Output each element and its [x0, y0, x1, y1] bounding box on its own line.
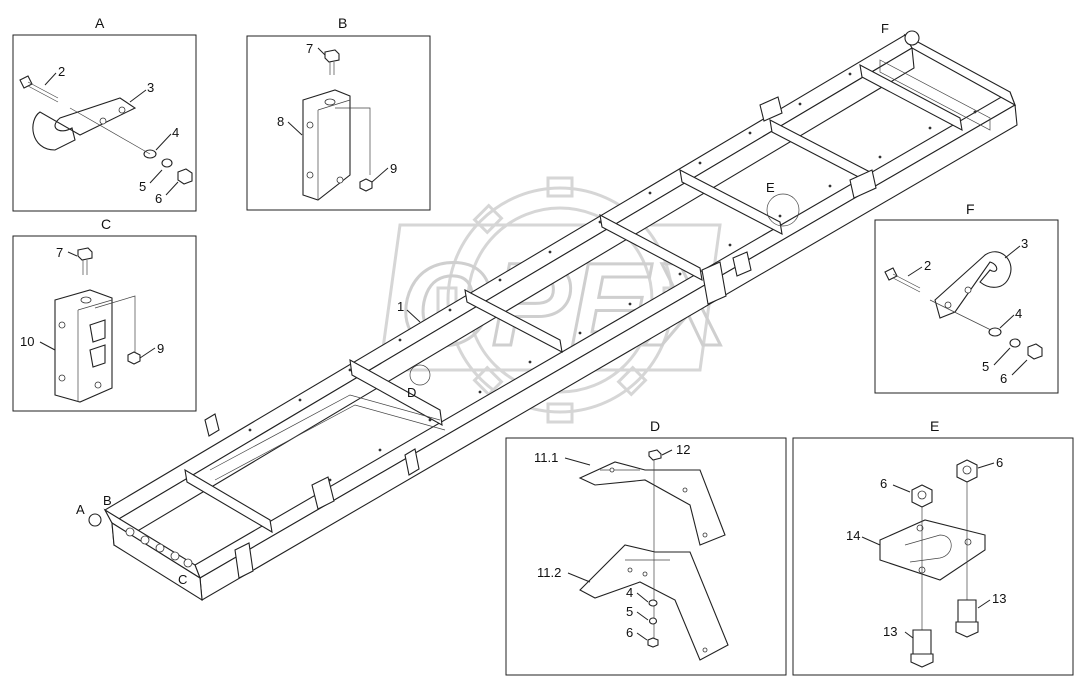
panel-a-callout-4: 6 [155, 191, 162, 206]
callout-a: A [76, 502, 85, 517]
panel-c-title: C [101, 216, 111, 232]
panel-f-callout-0: 2 [924, 258, 931, 273]
panel-d-callout-5: 6 [626, 625, 633, 640]
callout-b: B [103, 493, 112, 508]
panel-e-callout-2: 14 [846, 528, 860, 543]
detail-panel-b: B 7 8 9 [246, 15, 431, 211]
detail-panel-e: E 6 6 14 13 13 [792, 418, 1074, 676]
panel-e-title: E [930, 418, 939, 434]
panel-b-callout-2: 9 [390, 161, 397, 176]
callout-1: 1 [397, 299, 404, 314]
panel-d-title: D [650, 418, 660, 434]
panel-a-callout-0: 2 [58, 64, 65, 79]
chassis-frame [88, 30, 1018, 602]
callout-c: C [178, 572, 187, 587]
panel-c-callout-0: 7 [56, 245, 63, 260]
rear-tow-hook-icon [904, 30, 920, 46]
panel-a-title: A [95, 15, 105, 31]
panel-f-callout-4: 6 [1000, 371, 1007, 386]
callout-d: D [407, 385, 416, 400]
panel-d-callout-0: 11.1 [534, 450, 558, 465]
front-tow-hook-icon [88, 513, 102, 527]
panel-d-callout-2: 11.2 [537, 565, 561, 580]
panel-e-callout-4: 13 [883, 624, 897, 639]
detail-panel-c: C 7 10 9 [12, 216, 197, 412]
panel-b-callout-1: 8 [277, 114, 284, 129]
panel-e-callout-0: 6 [880, 476, 887, 491]
panel-f-callout-3: 5 [982, 359, 989, 374]
panel-c-callout-2: 9 [157, 341, 164, 356]
detail-marker-e [766, 193, 800, 227]
panel-a-callout-2: 4 [172, 125, 179, 140]
callout-e: E [766, 180, 775, 195]
panel-a-callout-1: 3 [147, 80, 154, 95]
panel-c-callout-1: 10 [20, 334, 34, 349]
detail-panel-f: F 2 3 4 5 6 [874, 201, 1059, 394]
frame-callouts: 1 A B C D E F [76, 21, 889, 587]
panel-b-title: B [338, 15, 347, 31]
callout-f: F [881, 21, 889, 36]
detail-marker-d [409, 364, 431, 386]
panel-e-callout-1: 6 [996, 455, 1003, 470]
panel-f-title: F [966, 201, 975, 217]
detail-panel-d: D 11.1 12 11.2 4 5 6 [505, 418, 787, 676]
panel-d-callout-4: 5 [626, 604, 633, 619]
panel-a-callout-3: 5 [139, 179, 146, 194]
detail-panel-a: A 2 3 4 5 6 [12, 15, 197, 212]
panel-d-callout-1: 12 [676, 442, 690, 457]
panel-f-callout-2: 4 [1015, 306, 1022, 321]
panel-b-callout-0: 7 [306, 41, 313, 56]
panel-f-callout-1: 3 [1021, 236, 1028, 251]
panel-d-callout-3: 4 [626, 585, 633, 600]
panel-e-callout-3: 13 [992, 591, 1006, 606]
